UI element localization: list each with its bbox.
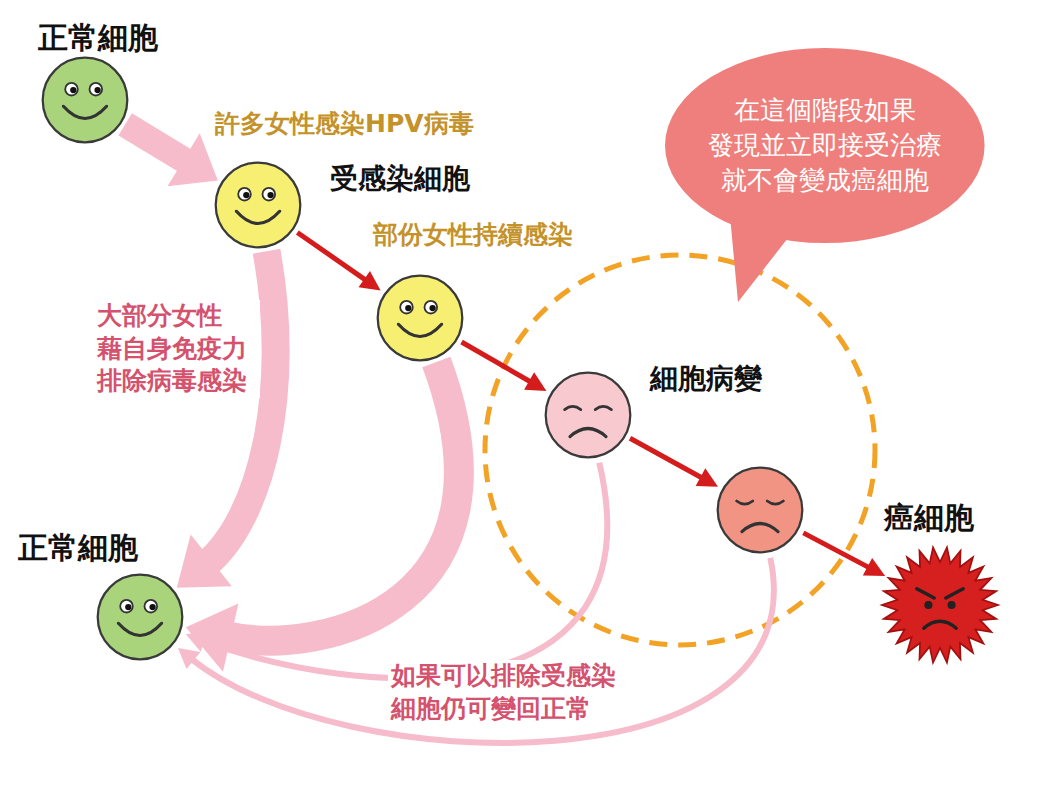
label-holder: 正常細胞	[18, 528, 138, 569]
pupil	[125, 604, 131, 610]
smile	[236, 211, 279, 223]
arrow-shaft	[297, 232, 367, 281]
eye	[238, 188, 251, 201]
flow-arrow	[630, 438, 718, 487]
frown	[570, 429, 606, 437]
speech-bubble: 在這個階段如果 發現並立即接受治療 就不會變成癌細胞	[665, 48, 985, 243]
bubble-text-holder: 在這個階段如果 發現並立即接受治療 就不會變成癌細胞	[700, 93, 950, 198]
cell-icon	[715, 465, 805, 555]
label-holder: 細胞病變	[650, 360, 762, 398]
arrow-head	[168, 133, 218, 186]
arrow-shaft	[222, 362, 459, 641]
arrow-head	[359, 271, 381, 291]
eye	[924, 601, 932, 609]
arrow-shaft	[201, 463, 607, 678]
pupil	[267, 192, 273, 198]
arrow-shaft	[190, 558, 773, 743]
eye	[145, 600, 158, 613]
pupil	[94, 87, 100, 93]
label-holder: 大部分女性 藉自身免疫力 排除病毒感染	[94, 300, 260, 398]
flow-arrow	[178, 558, 774, 743]
cell-face	[718, 468, 803, 553]
arrow-head	[177, 535, 232, 588]
cell-label: 正常細胞	[38, 18, 158, 59]
arrow-shaft	[803, 533, 871, 569]
flow-arrow	[462, 342, 547, 391]
eye	[400, 301, 413, 314]
smile	[63, 106, 106, 118]
cell-face	[43, 58, 128, 143]
smile	[118, 623, 161, 635]
cell-circle: 正常細胞	[40, 55, 130, 145]
cell-icon	[213, 160, 303, 250]
arrow-head	[524, 372, 546, 391]
edge-label: 如果可以排除受感染 細胞仍可變回正常	[388, 660, 634, 725]
cell-icon	[40, 55, 130, 145]
cell-face	[546, 373, 631, 458]
label-holder: 部份女性持續感染	[370, 218, 576, 251]
smile	[398, 324, 441, 336]
arrow-head	[863, 558, 885, 576]
cell-circle: 正常細胞	[95, 572, 185, 662]
eye	[263, 188, 276, 201]
arrow-head	[186, 631, 209, 652]
cell-label: 受感染細胞	[330, 160, 470, 198]
pupil	[429, 305, 435, 311]
cell-label: 正常細胞	[18, 528, 138, 569]
label-holder: 正常細胞	[38, 18, 158, 59]
flow-arrow	[803, 533, 885, 576]
bubble-body	[665, 48, 985, 243]
cell-circle: 受感染細胞	[213, 160, 303, 250]
bubble-text: 在這個階段如果 發現並立即接受治療 就不會變成癌細胞	[700, 93, 950, 198]
frown	[742, 524, 778, 532]
angry-brow	[917, 589, 963, 598]
eye	[120, 600, 133, 613]
cancer-body	[882, 547, 998, 662]
edge-label: 部份女性持續感染	[370, 218, 576, 251]
eye	[948, 601, 956, 609]
label-holder: 受感染細胞	[330, 160, 470, 198]
eye	[65, 83, 78, 96]
edge-label: 許多女性感染HPV病毒	[212, 107, 477, 140]
flow-arrow	[186, 362, 459, 672]
frown	[924, 621, 956, 628]
pupil	[243, 192, 249, 198]
pupil	[70, 87, 76, 93]
sad-eyes	[737, 501, 784, 504]
pupil	[405, 305, 411, 311]
cell-circle: 癌細胞	[882, 547, 998, 663]
cell-label: 癌細胞	[884, 498, 974, 539]
eye	[425, 301, 438, 314]
cell-face	[98, 575, 183, 660]
cell-circle	[715, 465, 805, 555]
cell-icon	[95, 572, 185, 662]
label-holder: 如果可以排除受感染 細胞仍可變回正常	[388, 660, 634, 725]
closed-eyes	[565, 406, 612, 409]
label-holder: 癌細胞	[884, 498, 974, 539]
edge-label: 大部分女性 藉自身免疫力 排除病毒感染	[94, 300, 260, 398]
eye	[90, 83, 103, 96]
cell-icon	[543, 370, 633, 460]
cell-circle: 細胞病變	[543, 370, 633, 460]
flow-arrow	[186, 463, 607, 678]
flow-arrow	[125, 124, 218, 186]
cell-circle	[375, 273, 465, 363]
arrow-head	[178, 648, 200, 669]
cell-icon	[882, 547, 998, 663]
label-holder: 許多女性感染HPV病毒	[212, 107, 477, 140]
arrow-shaft	[462, 342, 533, 383]
flow-arrow	[297, 232, 380, 290]
cell-face	[378, 276, 463, 361]
cell-label: 細胞病變	[650, 360, 762, 398]
dashed-region	[485, 255, 875, 645]
pupil	[149, 604, 155, 610]
cell-face	[216, 163, 301, 248]
cell-icon	[375, 273, 465, 363]
arrow-shaft	[204, 251, 275, 566]
arrow-head	[696, 468, 718, 486]
arrow-shaft	[630, 438, 704, 479]
arrow-shaft	[125, 124, 190, 164]
